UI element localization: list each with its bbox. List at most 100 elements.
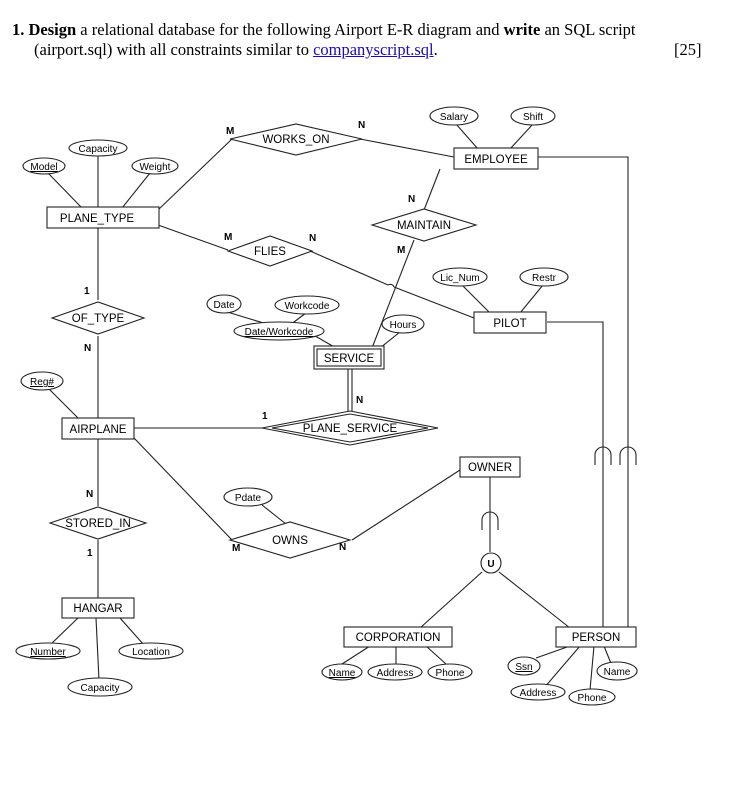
question-number: 1. <box>12 20 25 39</box>
attr-location: Location <box>118 642 184 660</box>
svg-text:Phone: Phone <box>578 693 607 704</box>
attributes: Capacity Model Weight Salary Shift Lic_N… <box>15 106 638 706</box>
svg-text:Workcode: Workcode <box>285 301 330 312</box>
card-owns-n: N <box>339 542 346 553</box>
relationship-plane-service-label: PLANE_SERVICE <box>303 423 398 435</box>
line-licnum-pilot <box>461 284 491 314</box>
svg-text:Address: Address <box>520 688 557 699</box>
svg-text:Date: Date <box>213 300 235 311</box>
svg-text:Location: Location <box>132 647 170 658</box>
line-workson-employee <box>359 138 455 158</box>
relationships: WORKS_ON MAINTAIN FLIES OF_TYPE PLANE_SE… <box>48 123 478 559</box>
line-hours-service <box>379 331 401 349</box>
entity-service: SERVICE <box>313 345 385 370</box>
entity-person: PERSON <box>555 626 637 648</box>
attr-workcode: Workcode <box>274 295 340 315</box>
attr-pdate: Pdate <box>223 487 273 507</box>
line-planetype-flies <box>157 224 229 251</box>
entity-corporation: CORPORATION <box>343 626 453 648</box>
attr-per-address: Address <box>510 683 566 701</box>
entity-owner-label: OWNER <box>468 462 512 474</box>
attr-corp-address: Address <box>367 663 423 681</box>
question-bold-design: Design <box>28 20 77 39</box>
attr-capacity-planetype: Capacity <box>68 139 128 157</box>
line-capacity-hangar <box>95 617 100 681</box>
relationship-works-on: WORKS_ON <box>229 123 363 156</box>
cardinality-labels: M N N M M N 1 N 1 N N 1 M N <box>84 120 415 559</box>
entity-owner: OWNER <box>459 456 521 478</box>
relationship-owns-label: OWNS <box>272 535 308 547</box>
line-airplane-owns <box>133 437 233 541</box>
question-line-1: 1. Design a relational database for the … <box>12 20 712 40</box>
svg-text:Reg#: Reg# <box>30 377 54 388</box>
line-reg-airplane <box>47 387 79 419</box>
line-location-hangar <box>119 617 145 646</box>
subset-symbol-pilot <box>594 446 612 465</box>
card-plane-service-1: 1 <box>262 411 268 422</box>
question-text-2: an SQL script <box>540 20 636 39</box>
attr-number: Number <box>15 642 81 660</box>
attr-weight: Weight <box>131 157 179 175</box>
question-text-1: a relational database for the following … <box>76 20 504 39</box>
svg-text:Shift: Shift <box>523 112 543 123</box>
card-works-on-n: N <box>358 120 365 131</box>
svg-text:Ssn: Ssn <box>515 662 532 673</box>
entity-airplane: AIRPLANE <box>61 417 135 440</box>
attr-reg: Reg# <box>20 371 64 391</box>
union-symbol: U <box>487 559 494 570</box>
line-employee-person <box>538 156 629 628</box>
entity-plane-type-label: PLANE_TYPE <box>60 213 134 225</box>
attr-ssn: Ssn <box>507 656 541 676</box>
attr-restr: Restr <box>519 267 569 287</box>
question-bold-write: write <box>503 20 541 39</box>
attr-model: Model <box>22 157 66 175</box>
question-text: 1. Design a relational database for the … <box>12 20 712 59</box>
question-line-2: (airport.sql) with all constraints simil… <box>34 40 438 60</box>
svg-text:Name: Name <box>329 668 356 679</box>
relationship-stored-in: STORED_IN <box>48 506 148 540</box>
entity-service-label: SERVICE <box>324 353 375 365</box>
svg-text:Restr: Restr <box>532 273 557 284</box>
card-flies-n: N <box>309 233 316 244</box>
entity-hangar-label: HANGAR <box>73 603 122 615</box>
attr-salary: Salary <box>429 106 479 126</box>
line-number-hangar <box>49 617 79 646</box>
svg-text:Pdate: Pdate <box>235 493 262 504</box>
companyscript-link[interactable]: companyscript.sql <box>313 40 434 59</box>
svg-text:Model: Model <box>30 162 57 173</box>
line-maintain-service <box>371 239 415 349</box>
attr-per-phone: Phone <box>568 688 616 706</box>
relationship-maintain: MAINTAIN <box>370 208 478 242</box>
card-maintain-m: M <box>397 245 405 256</box>
attr-hours: Hours <box>381 314 425 334</box>
question-line-2-end: . <box>433 40 438 59</box>
card-flies-m: M <box>224 232 232 243</box>
question-line-2-text: (airport.sql) with all constraints simil… <box>34 40 314 59</box>
line-ssn-person <box>535 645 571 659</box>
relationship-flies-label: FLIES <box>254 246 286 258</box>
svg-text:Name: Name <box>604 667 631 678</box>
line-perphone-person <box>589 645 595 691</box>
attr-date-workcode: Date/Workcode <box>233 321 325 341</box>
line-flies-pilot <box>393 286 475 319</box>
svg-text:Salary: Salary <box>440 112 468 123</box>
relationship-maintain-label: MAINTAIN <box>397 220 451 232</box>
svg-text:Hours: Hours <box>390 320 417 331</box>
svg-text:Capacity: Capacity <box>79 144 118 155</box>
line-restr-pilot <box>519 284 544 314</box>
attr-shift: Shift <box>510 106 556 126</box>
entity-pilot-label: PILOT <box>493 318 526 330</box>
line-weight-planetype <box>121 172 151 209</box>
card-maintain-n: N <box>408 194 415 205</box>
relationship-owns: OWNS <box>228 521 352 559</box>
union-node: U <box>480 552 502 574</box>
line-shift-employee <box>509 123 534 150</box>
subset-symbol-owner <box>481 511 499 530</box>
card-of-type-n: N <box>84 343 91 354</box>
line-corpphone-corporation <box>425 645 447 665</box>
svg-text:Number: Number <box>30 647 66 658</box>
line-corpname-corporation <box>341 645 371 665</box>
entity-airplane-label: AIRPLANE <box>70 424 127 436</box>
